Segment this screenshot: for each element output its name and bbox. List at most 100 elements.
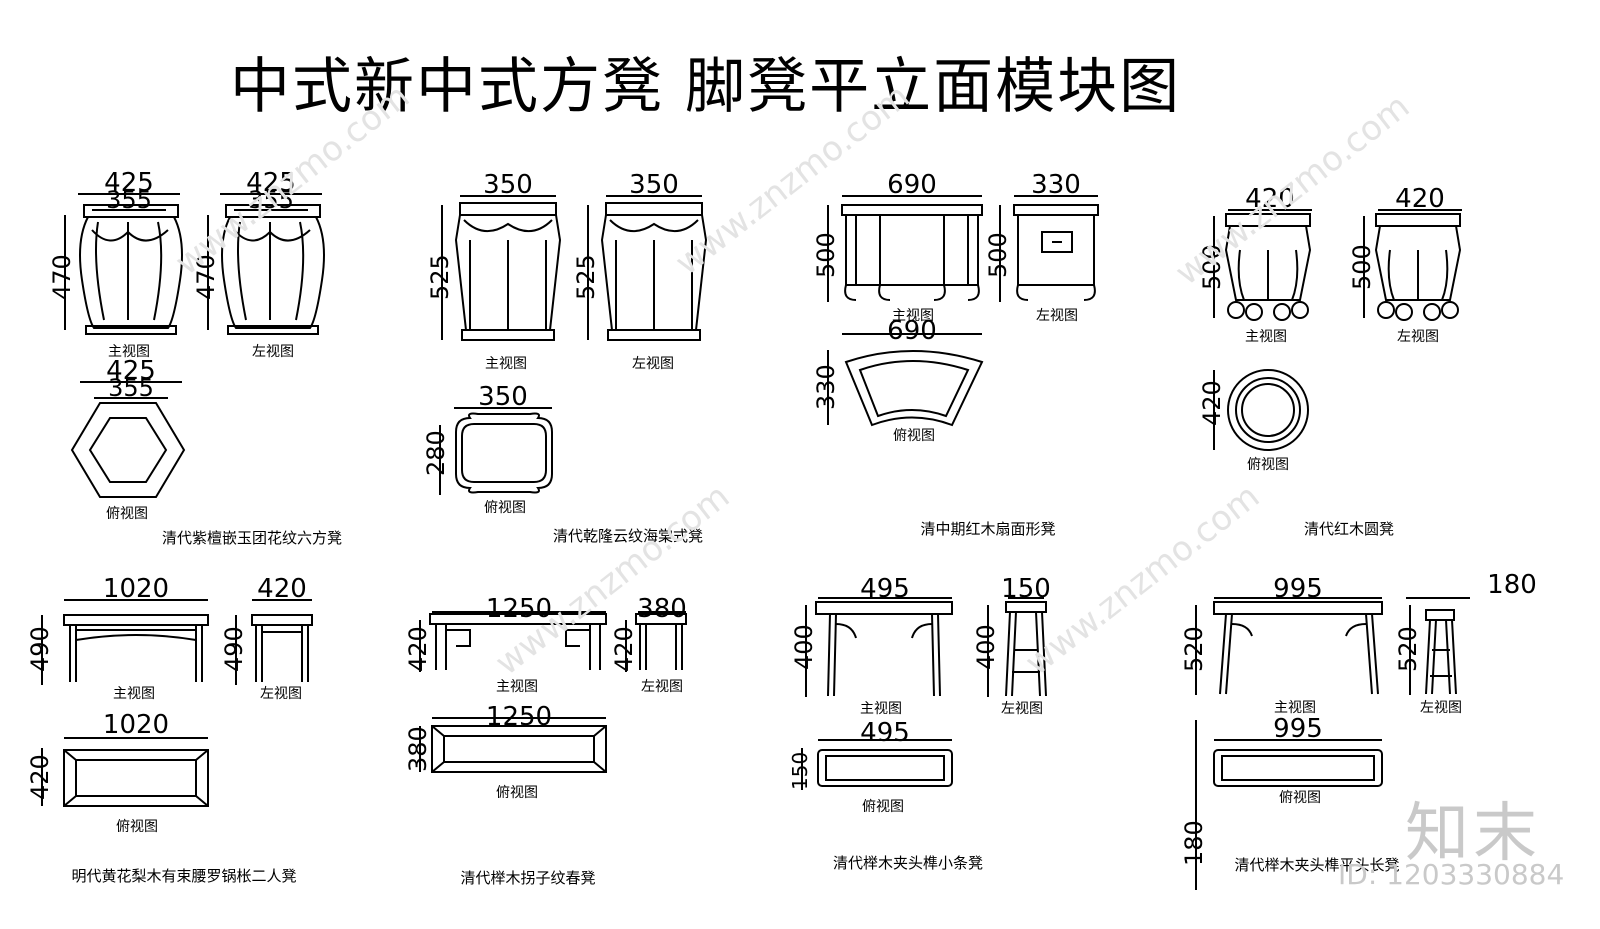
view-label-left: 左视图 <box>632 356 674 372</box>
dim-label: 525 <box>572 254 600 300</box>
item6-left-view <box>625 611 687 672</box>
view-label-left: 左视图 <box>260 686 302 702</box>
dim-label: 425 <box>104 168 154 198</box>
dim-label: 470 <box>48 254 76 300</box>
dim-label: 520 <box>1394 626 1422 672</box>
view-label-front: 主视图 <box>892 308 934 324</box>
dim-label: 500 <box>1348 244 1376 290</box>
dim-label: 995 <box>1273 574 1323 604</box>
item4-front-view <box>1213 209 1312 321</box>
dim-label: 420 <box>257 574 307 604</box>
dim-label: 355 <box>248 186 294 214</box>
dim-label: 500 <box>984 232 1012 278</box>
item-caption: 明代黄花梨木有束腰罗锅枨二人凳 <box>71 867 297 885</box>
dim-label: 495 <box>860 574 910 604</box>
dim-label: 995 <box>1273 714 1323 744</box>
view-label-left: 左视图 <box>1397 329 1439 345</box>
view-label-top: 俯视图 <box>484 500 526 516</box>
dim-label: 420 <box>1198 380 1226 426</box>
item1-left-view <box>207 193 325 335</box>
item-caption: 清代紫檀嵌玉团花纹六方凳 <box>161 529 343 547</box>
dim-label: 495 <box>860 718 910 748</box>
item8-left-view <box>1406 597 1470 695</box>
item3-left-view <box>999 195 1099 302</box>
item1-front-view <box>64 193 183 335</box>
dim-label: 520 <box>1180 626 1208 672</box>
view-label-left: 左视图 <box>252 344 294 360</box>
dim-label: 280 <box>422 430 450 476</box>
dim-label: 420 <box>1245 184 1295 214</box>
item2-left-view <box>587 195 708 341</box>
dim-label: 380 <box>404 726 432 772</box>
dim-label: 350 <box>629 170 679 200</box>
dim-label: 1250 <box>485 594 553 624</box>
item-caption: 清代榉木拐子纹春凳 <box>460 869 596 887</box>
view-label-left: 左视图 <box>1420 700 1462 716</box>
item6-front-view <box>419 611 607 672</box>
dim-label: 420 <box>404 626 432 672</box>
dim-label: 420 <box>610 626 638 672</box>
image-id: ID: 1203330884 <box>1338 858 1565 891</box>
item-caption: 清代榉木夹头榫平头长凳 <box>1234 856 1400 874</box>
view-label-top: 俯视图 <box>116 819 158 835</box>
view-label-left: 左视图 <box>1001 701 1043 717</box>
view-label-left: 左视图 <box>1036 308 1078 324</box>
item8-top-view <box>1195 720 1383 890</box>
view-label-top: 俯视图 <box>862 799 904 815</box>
dim-label: 690 <box>887 170 937 200</box>
item5-front-view <box>41 599 209 685</box>
item4-left-view <box>1363 209 1462 321</box>
dim-label: 350 <box>483 170 533 200</box>
item2-top-view <box>439 407 553 495</box>
view-label-top: 俯视图 <box>496 785 538 801</box>
dim-label: 1020 <box>102 710 170 740</box>
dim-label: 420 <box>26 754 54 800</box>
view-label-front: 主视图 <box>496 679 538 695</box>
dim-label: 690 <box>887 316 937 346</box>
item5-left-view <box>235 599 313 685</box>
dim-label: 150 <box>1001 574 1051 604</box>
item7-top-view <box>801 739 953 790</box>
dim-label: 425 <box>106 356 156 386</box>
item3-top-view <box>827 333 984 427</box>
item7-left-view <box>987 597 1047 697</box>
page-title: 中式新中式方凳 脚凳平立面模块图 <box>230 52 1182 122</box>
view-label-front: 主视图 <box>1245 329 1287 345</box>
item-caption: 清代乾隆云纹海棠式凳 <box>552 527 704 545</box>
dim-label: 180 <box>1487 570 1537 600</box>
item4-top-view <box>1213 369 1309 451</box>
dim-label: 350 <box>478 382 528 412</box>
item7-front-view <box>805 597 953 697</box>
item8-front-view <box>1195 597 1383 695</box>
item5-top-view <box>41 737 209 807</box>
dim-label: 180 <box>1180 820 1208 866</box>
dim-label: 490 <box>220 626 248 672</box>
view-label-front: 主视图 <box>485 356 527 372</box>
dim-label: 1250 <box>485 702 553 732</box>
item-caption: 清代红木圆凳 <box>1303 520 1395 538</box>
view-label-front: 主视图 <box>108 344 150 360</box>
view-label-front: 主视图 <box>113 686 155 702</box>
dim-label: 400 <box>972 624 1000 670</box>
dim-label: 380 <box>637 594 687 624</box>
view-label-top: 俯视图 <box>1247 457 1289 473</box>
item6-top-view <box>419 717 607 773</box>
dim-label: 355 <box>106 186 152 214</box>
dim-label: 150 <box>788 751 812 790</box>
item2-front-view <box>441 195 562 341</box>
item-caption: 清中期红木扇面形凳 <box>920 520 1056 538</box>
view-label-left: 左视图 <box>641 679 683 695</box>
item3-front-view <box>827 195 983 302</box>
view-label-front: 主视图 <box>860 701 902 717</box>
view-label-top: 俯视图 <box>1279 790 1321 806</box>
dim-label: 355 <box>108 374 154 402</box>
dim-label: 330 <box>812 364 840 410</box>
dim-label: 420 <box>1395 184 1445 214</box>
dim-label: 490 <box>26 626 54 672</box>
dim-label: 400 <box>790 624 818 670</box>
dim-label: 1020 <box>102 574 170 604</box>
item1-top-view <box>70 381 186 498</box>
dim-label: 525 <box>426 254 454 300</box>
view-label-top: 俯视图 <box>106 506 148 522</box>
